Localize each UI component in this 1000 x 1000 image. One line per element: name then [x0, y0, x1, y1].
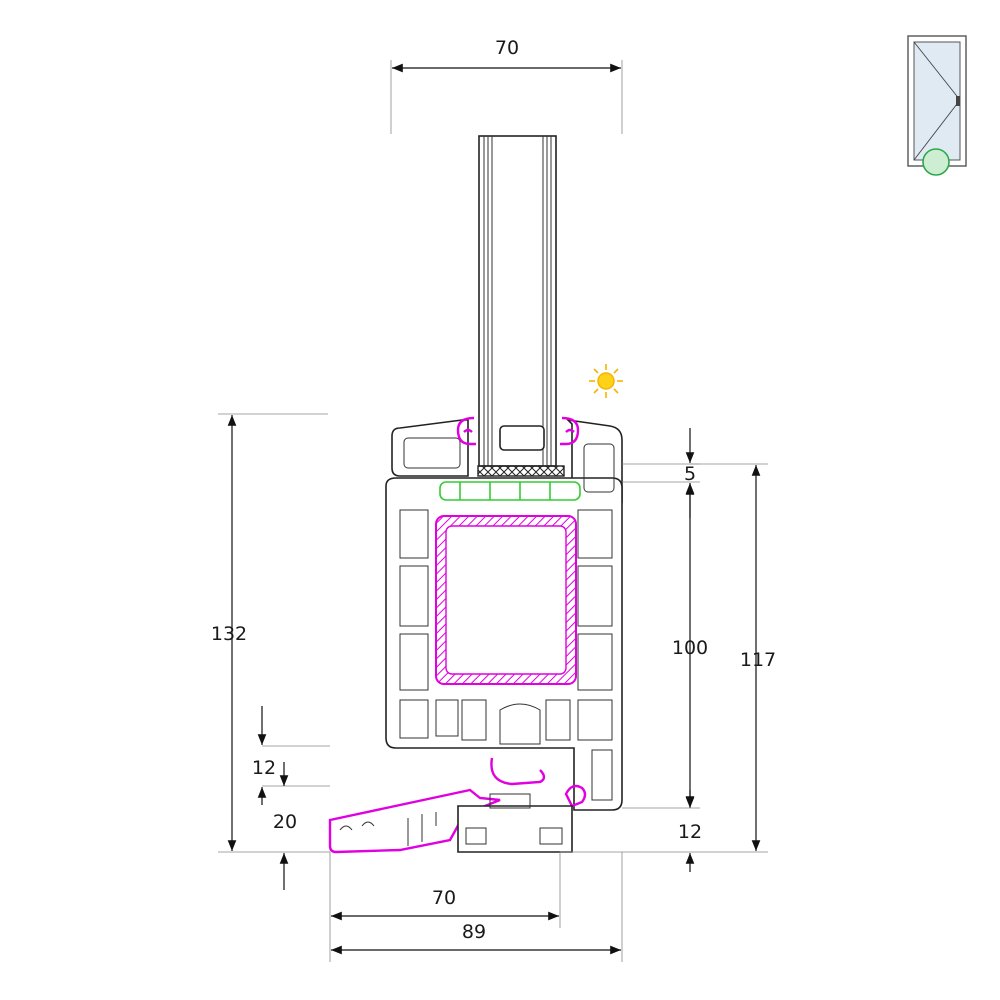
sill-profile	[328, 788, 573, 854]
dim-frame-height: 117	[740, 649, 776, 671]
glazing-unit	[477, 135, 565, 477]
dimension-lines	[218, 60, 768, 962]
sun-icon	[589, 364, 623, 398]
dim-total-height: 132	[211, 623, 247, 645]
dim-sill-height: 20	[273, 811, 297, 833]
steel-reinforcement	[435, 515, 577, 685]
glazing-bead	[439, 481, 581, 501]
dim-sash-height: 100	[672, 637, 708, 659]
dim-glass-width: 70	[495, 37, 519, 59]
dim-gasket-gap: 5	[684, 463, 696, 485]
dim-frame-bottom: 12	[678, 821, 702, 843]
window-thumbnail-icon	[907, 35, 967, 176]
dim-total-width: 89	[462, 921, 486, 943]
dim-sill-step: 12	[252, 757, 276, 779]
gaskets	[456, 416, 587, 808]
dim-sill-inner-width: 70	[432, 887, 456, 909]
